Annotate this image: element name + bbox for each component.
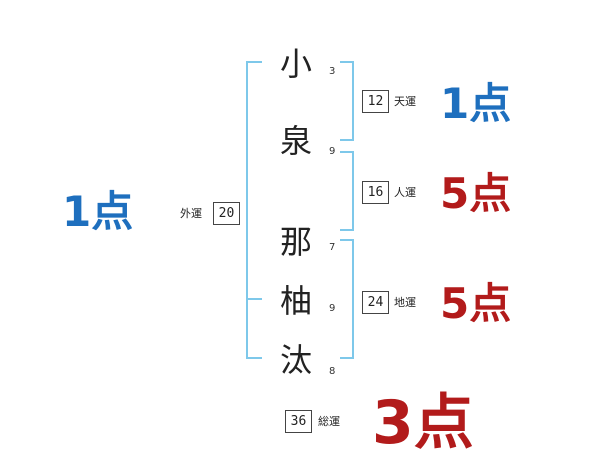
jinun-bracket-bottom <box>340 229 354 231</box>
chiun-value-box: 24 <box>362 291 389 314</box>
jinun-bracket-vertical <box>352 151 354 231</box>
souun-score: 3点 <box>372 388 474 458</box>
name-char-4: 柚 <box>279 282 312 320</box>
gaiun-score: 1点 <box>62 187 134 236</box>
gaiun-label: 外運 <box>180 207 202 220</box>
name-char-4-strokes: 9 <box>329 303 336 314</box>
jinun-label: 人運 <box>394 186 416 199</box>
name-char-5-strokes: 8 <box>329 366 336 377</box>
chiun-bracket-bottom <box>340 357 354 359</box>
souun-value-box: 36 <box>285 410 312 433</box>
name-char-1: 小 <box>279 45 312 83</box>
name-char-2-strokes: 9 <box>329 146 336 157</box>
name-char-3-strokes: 7 <box>329 242 336 253</box>
jinun-value-box: 16 <box>362 181 389 204</box>
outer-bracket-vertical <box>246 61 248 359</box>
name-char-5: 汰 <box>279 341 312 379</box>
name-char-1-strokes: 3 <box>329 66 336 77</box>
tenun-value-box: 12 <box>362 90 389 113</box>
chiun-bracket-top <box>340 239 354 241</box>
chiun-label: 地運 <box>394 296 416 309</box>
outer-bracket-bottom <box>246 357 262 359</box>
jinun-bracket-top <box>340 151 354 153</box>
outer-bracket-mid <box>246 298 262 300</box>
tenun-label: 天運 <box>394 95 416 108</box>
outer-bracket-top <box>246 61 262 63</box>
chiun-score: 5点 <box>440 279 512 328</box>
souun-label: 総運 <box>318 415 340 428</box>
tenun-score: 1点 <box>440 79 512 128</box>
name-char-3: 那 <box>279 223 312 261</box>
chiun-bracket-vertical <box>352 239 354 359</box>
gaiun-value-box: 20 <box>213 202 240 225</box>
tenun-bracket-bottom <box>340 139 354 141</box>
tenun-bracket-vertical <box>352 61 354 141</box>
name-char-2: 泉 <box>279 122 312 160</box>
jinun-score: 5点 <box>440 169 512 218</box>
tenun-bracket-top <box>340 61 354 63</box>
